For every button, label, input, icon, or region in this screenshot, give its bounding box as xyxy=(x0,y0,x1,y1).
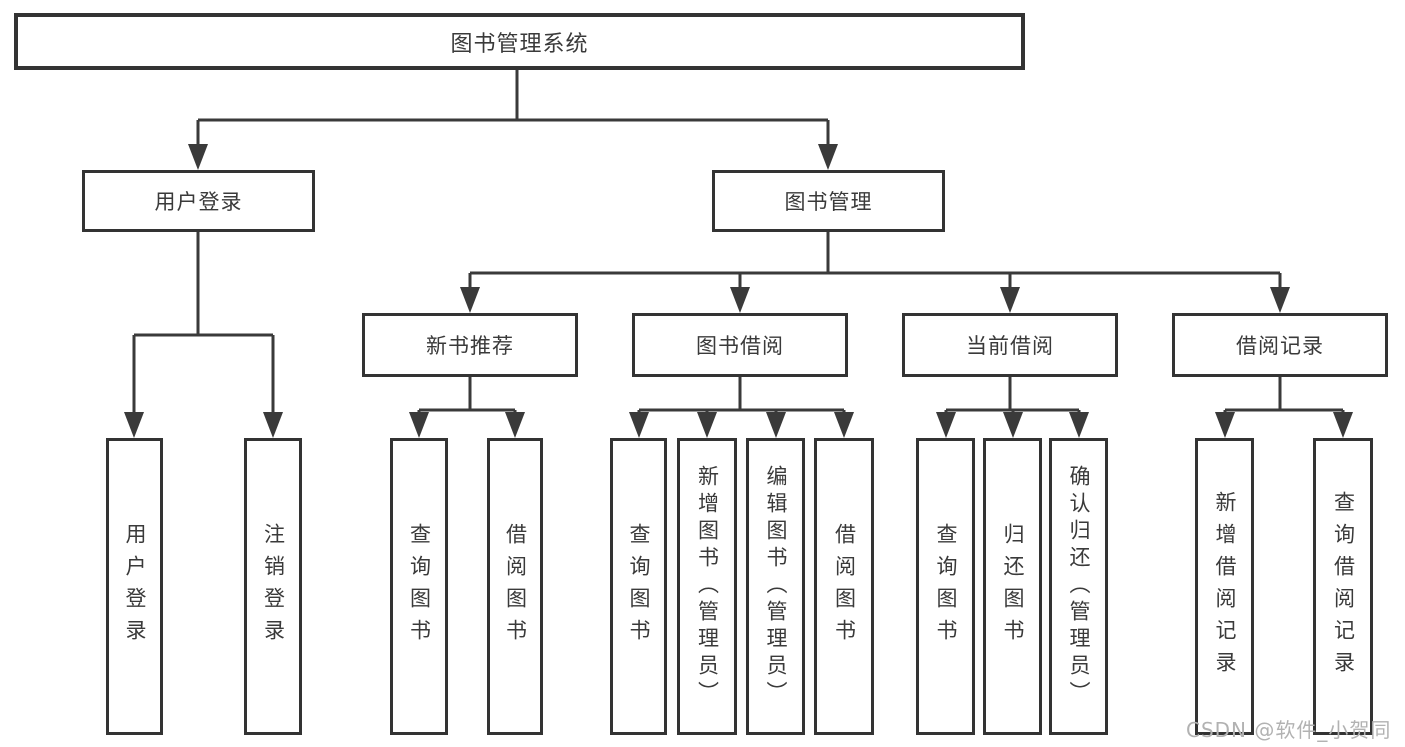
leaf-nb-borrow-books-label: 借阅图书 xyxy=(503,522,528,651)
arrowhead-bb-add xyxy=(697,412,717,438)
arrowhead-book-mgmt xyxy=(818,144,838,170)
arrowhead-leaf-logout xyxy=(263,412,283,438)
arrowhead-bb-edit xyxy=(766,412,786,438)
arrowhead-cb-query xyxy=(936,412,956,438)
arrowhead-cb-return xyxy=(1003,412,1023,438)
leaf-user-login: 用户登录 xyxy=(106,438,163,735)
node-user-login-label: 用户登录 xyxy=(154,190,243,214)
node-user-login: 用户登录 xyxy=(82,170,315,232)
node-new-book-recommend-label: 新书推荐 xyxy=(426,334,514,358)
leaf-br-query-record-label: 查询借阅记录 xyxy=(1331,490,1356,683)
leaf-bb-add-books-admin-label: 新增图书（管理员） xyxy=(695,465,720,708)
arrowhead-cb-confirm xyxy=(1069,412,1089,438)
leaf-bb-add-books-admin: 新增图书（管理员） xyxy=(677,438,737,735)
arrowhead-current-borrow xyxy=(1000,287,1020,313)
node-new-book-recommend: 新书推荐 xyxy=(362,313,578,377)
leaf-cb-confirm-return-admin-label: 确认归还（管理员） xyxy=(1067,465,1091,708)
arrowhead-bb-query xyxy=(629,412,649,438)
connector-new-book xyxy=(417,377,517,414)
connector-root xyxy=(196,70,830,146)
connector-book-borrow xyxy=(637,377,846,414)
leaf-user-login-label: 用户登录 xyxy=(123,522,147,651)
connector-user-login xyxy=(132,232,275,414)
arrowhead-book-borrow xyxy=(730,287,750,313)
node-borrow-records-label: 借阅记录 xyxy=(1236,334,1324,358)
node-current-borrow-label: 当前借阅 xyxy=(966,334,1054,358)
leaf-bb-borrow-books-label: 借阅图书 xyxy=(832,522,857,651)
node-book-management: 图书管理 xyxy=(712,170,945,232)
leaf-br-add-record-label: 新增借阅记录 xyxy=(1213,490,1237,683)
connector-book-mgmt xyxy=(468,232,1282,289)
leaf-bb-borrow-books: 借阅图书 xyxy=(814,438,874,735)
leaf-bb-edit-books-admin: 编辑图书（管理员） xyxy=(746,438,805,735)
node-book-borrow: 图书借阅 xyxy=(632,313,848,377)
leaf-bb-edit-books-admin-label: 编辑图书（管理员） xyxy=(764,465,788,708)
node-current-borrow: 当前借阅 xyxy=(902,313,1118,377)
leaf-bb-query-books-label: 查询图书 xyxy=(627,522,651,651)
leaf-cb-query-books: 查询图书 xyxy=(916,438,975,735)
leaf-logout-label: 注销登录 xyxy=(261,522,286,651)
leaf-cb-return-books: 归还图书 xyxy=(983,438,1042,735)
arrowhead-user-login xyxy=(188,144,208,170)
node-borrow-records: 借阅记录 xyxy=(1172,313,1388,377)
arrowhead-br-add xyxy=(1215,412,1235,438)
leaf-nb-borrow-books: 借阅图书 xyxy=(487,438,543,735)
node-book-management-label: 图书管理 xyxy=(784,190,873,214)
leaf-bb-query-books: 查询图书 xyxy=(610,438,667,735)
node-root-label: 图书管理系统 xyxy=(450,31,589,57)
arrowhead-borrow-records xyxy=(1270,287,1290,313)
node-book-borrow-label: 图书借阅 xyxy=(696,334,784,358)
leaf-cb-confirm-return-admin: 确认归还（管理员） xyxy=(1049,438,1108,735)
leaf-nb-query-books: 查询图书 xyxy=(390,438,448,735)
leaf-br-query-record: 查询借阅记录 xyxy=(1313,438,1373,735)
connector-current-borrow xyxy=(944,377,1081,414)
csdn-watermark: CSDN @软件_小贺同学 xyxy=(1186,718,1392,742)
node-root-system: 图书管理系统 xyxy=(14,13,1025,70)
leaf-cb-query-books-label: 查询图书 xyxy=(934,522,958,651)
arrowhead-new-book xyxy=(460,287,480,313)
arrowhead-br-query xyxy=(1333,412,1353,438)
leaf-nb-query-books-label: 查询图书 xyxy=(407,522,432,651)
arrowhead-nb-borrow xyxy=(505,412,525,438)
arrowhead-leaf-login xyxy=(124,412,144,438)
leaf-br-add-record: 新增借阅记录 xyxy=(1195,438,1254,735)
arrowhead-bb-borrow xyxy=(834,412,854,438)
leaf-logout: 注销登录 xyxy=(244,438,302,735)
connector-borrow-records xyxy=(1223,377,1345,414)
arrowhead-nb-query xyxy=(409,412,429,438)
leaf-cb-return-books-label: 归还图书 xyxy=(1001,522,1025,651)
